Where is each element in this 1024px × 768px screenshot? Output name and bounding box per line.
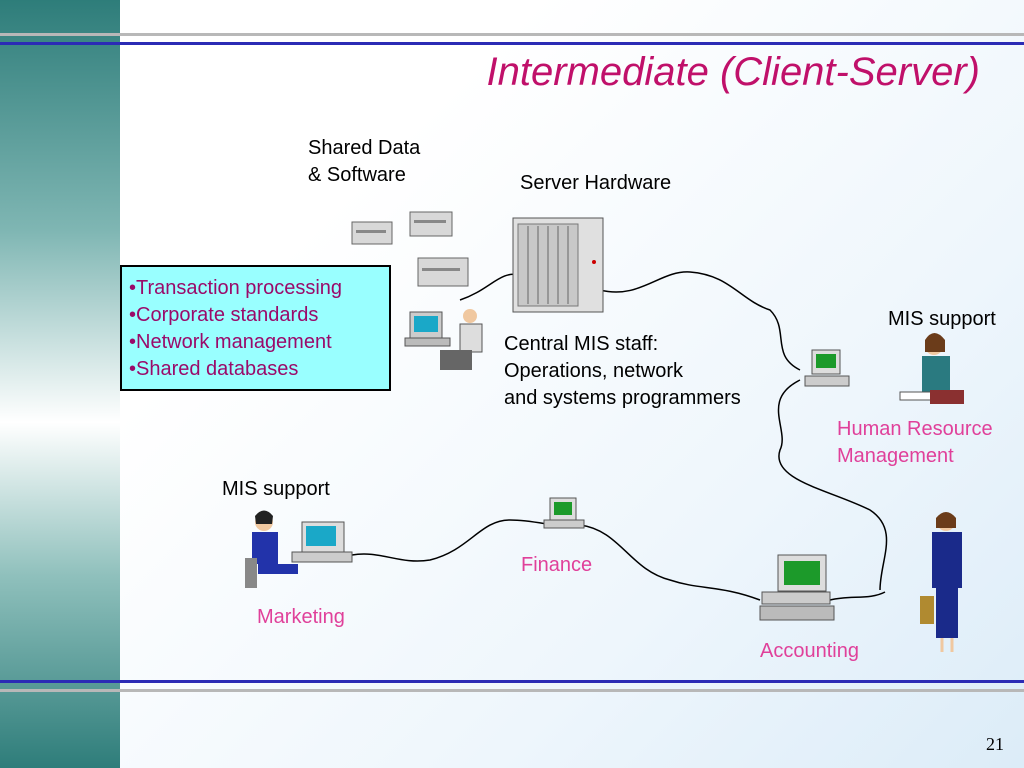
businesswoman-icon [920, 512, 962, 652]
bullet-item: •Transaction processing [129, 277, 343, 299]
network-cable [579, 524, 761, 601]
bullet-item: •Corporate standards [129, 304, 319, 326]
shared-data-label: Shared Data & Software [308, 135, 420, 189]
printer-icon [409, 211, 453, 237]
top-rule-gray [0, 33, 1024, 36]
top-rule-blue [0, 42, 1024, 45]
bottom-rule-gray [0, 689, 1024, 692]
workstation-icon [543, 497, 585, 529]
page-number: 21 [986, 734, 1004, 754]
finance-label: Finance [521, 554, 593, 576]
network-cable [599, 271, 801, 371]
bullet-item: •Network management [129, 331, 332, 353]
network-cable [829, 591, 886, 601]
central-staff-line1: Central MIS staff: [504, 333, 659, 355]
bottom-rule-blue [0, 680, 1024, 683]
workstation-icon [759, 554, 835, 621]
person-at-computer-icon [245, 510, 353, 588]
shared-data-line1: Shared Data [308, 137, 421, 159]
hr-label: Human Resource Management [837, 416, 993, 470]
hr-line2: Management [837, 445, 954, 467]
woman-writing-icon [899, 333, 964, 404]
person-at-computer-icon [404, 309, 483, 370]
hr-line1: Human Resource [837, 418, 993, 440]
central-staff-line2: Operations, network [504, 360, 683, 382]
workstation-icon [804, 349, 850, 387]
slide-title: Intermediate (Client-Server) [486, 50, 981, 94]
shared-data-line2: & Software [308, 164, 406, 186]
left-decorative-bar [0, 0, 120, 768]
server-hardware-label: Server Hardware [520, 172, 672, 194]
central-staff-line3: and systems programmers [504, 387, 741, 409]
printer-icon [351, 221, 393, 245]
bullet-item: •Shared databases [129, 358, 299, 380]
network-cable [459, 273, 521, 301]
server-rack-icon [512, 217, 604, 313]
network-cable [777, 379, 888, 591]
mis-support-right-label: MIS support [888, 308, 996, 330]
accounting-label: Accounting [760, 640, 859, 662]
printer-icon [417, 257, 469, 287]
bullet-box: •Transaction processing •Corporate stand… [120, 265, 391, 391]
marketing-label: Marketing [257, 606, 345, 628]
mis-support-left-label: MIS support [222, 478, 330, 500]
central-staff-label: Central MIS staff: Operations, network a… [504, 331, 741, 412]
